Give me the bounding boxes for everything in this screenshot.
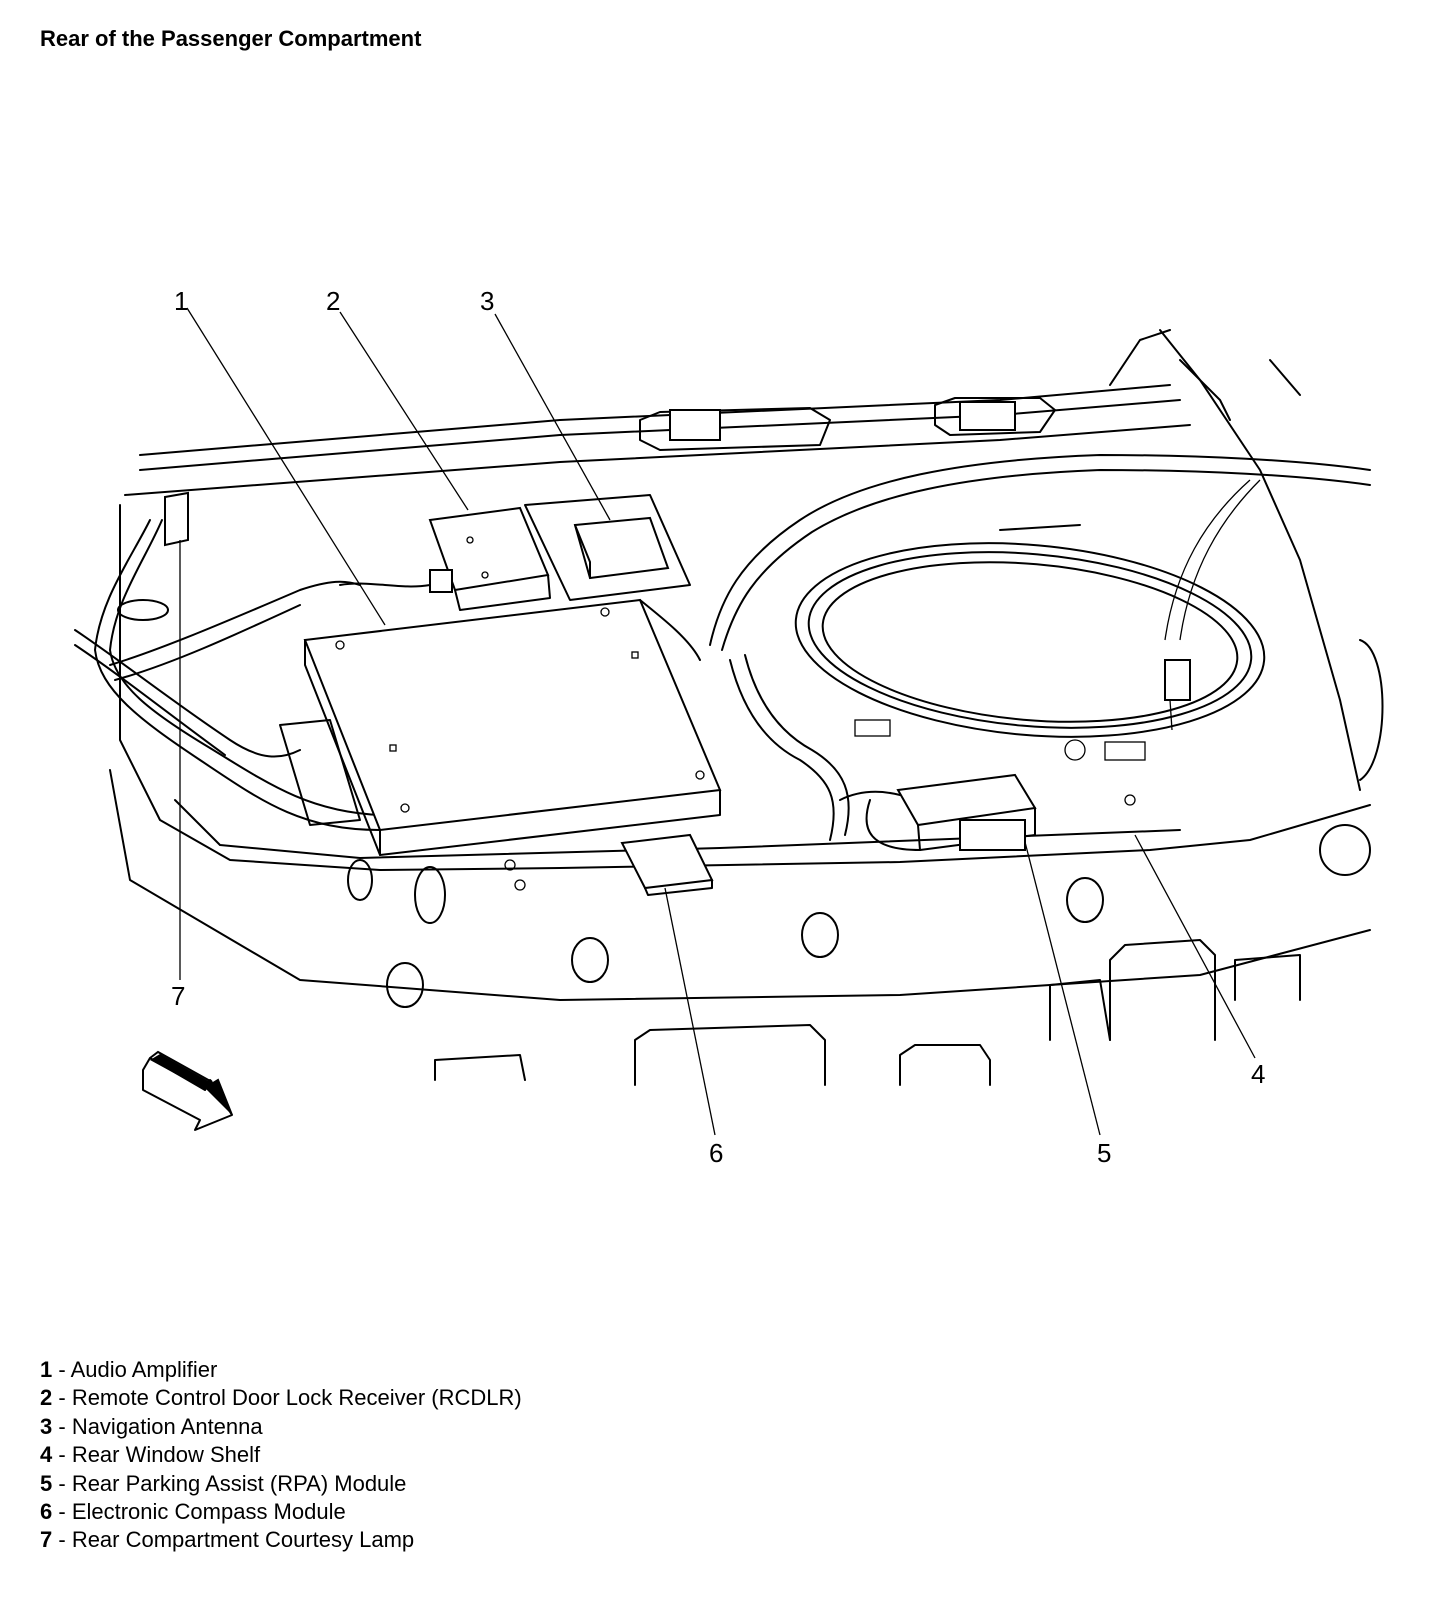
rcdlr-module	[428, 506, 551, 611]
rear-window-shelf	[109, 329, 1371, 1086]
legend-item: 4 - Rear Window Shelf	[40, 1442, 261, 1468]
wiring-harness	[74, 454, 1371, 851]
leader-lines	[179, 307, 1256, 1136]
legend-item: 1 - Audio Amplifier	[40, 1357, 218, 1382]
legend-item: 3 - Navigation Antenna	[40, 1413, 263, 1439]
legend: 1 - Audio Amplifier 2 - Remote Control D…	[40, 1356, 522, 1555]
callout-1: 1	[174, 286, 188, 316]
legend-item: 2 - Remote Control Door Lock Receiver (R…	[40, 1385, 522, 1411]
rpa-module	[896, 773, 1037, 851]
callout-6: 6	[709, 1138, 723, 1168]
page-title: Rear of the Passenger Compartment	[40, 26, 422, 51]
legend-item: 5 - Rear Parking Assist (RPA) Module	[40, 1470, 407, 1496]
legend-item: 7 - Rear Compartment Courtesy Lamp	[40, 1527, 415, 1553]
courtesy-lamp	[164, 491, 189, 547]
callout-3: 3	[480, 286, 494, 316]
audio-amplifier	[279, 598, 722, 856]
navigation-antenna	[524, 494, 691, 601]
callout-4: 4	[1251, 1059, 1265, 1089]
callout-2: 2	[326, 286, 340, 316]
rear-compartment-diagram: 1 2 3 4 5 6 7	[74, 286, 1384, 1168]
callout-5: 5	[1097, 1138, 1111, 1168]
electronic-compass-module	[620, 833, 714, 896]
speaker-opening	[794, 524, 1384, 876]
callout-7: 7	[171, 981, 185, 1011]
direction-arrow-icon	[142, 1050, 233, 1131]
legend-item: 6 - Electronic Compass Module	[40, 1499, 346, 1525]
